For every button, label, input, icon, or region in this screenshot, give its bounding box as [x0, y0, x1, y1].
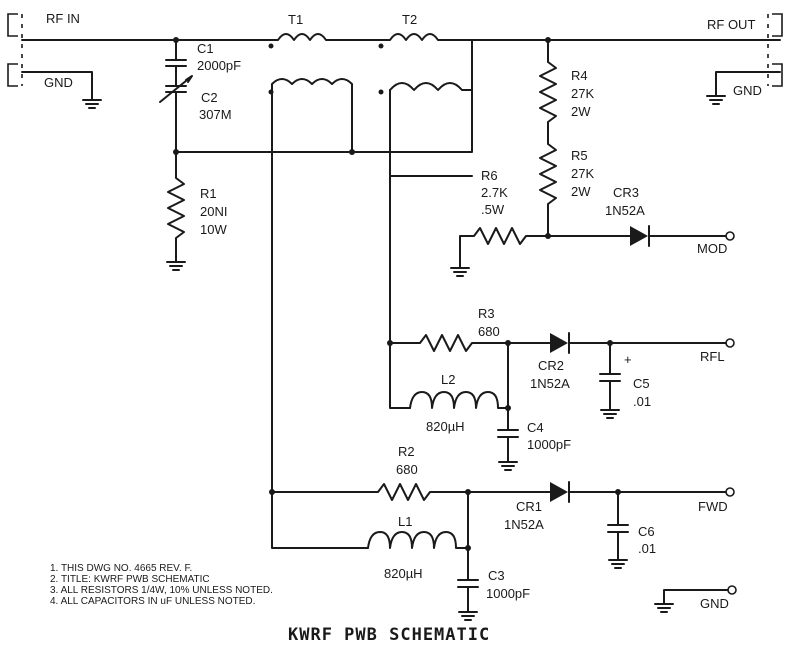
resistor-r4	[539, 39, 557, 139]
r6-ref: R6	[481, 168, 498, 183]
r5-rating: 2W	[571, 184, 591, 199]
note-4: 4. ALL CAPACITORS IN uF UNLESS NOTED.	[50, 596, 255, 607]
notes-block: 1. THIS DWG NO. 4665 REV. F. 2. TITLE: K…	[50, 563, 273, 607]
rf-out-label: RF OUT	[707, 17, 755, 32]
l1-value: 820µH	[384, 566, 423, 581]
ground-symbol	[654, 603, 674, 613]
cr3-value: 1N52A	[605, 203, 645, 218]
cr2-ref: CR2	[538, 358, 564, 373]
resistor-r1	[167, 151, 185, 263]
diode-cr1	[467, 481, 727, 503]
drawing-title: KWRF PWB SCHEMATIC	[288, 625, 490, 645]
c2-value: 307M	[199, 107, 232, 122]
resistor-r2	[271, 483, 469, 501]
inductor-l2	[409, 342, 509, 409]
ground-symbol	[82, 99, 102, 109]
l2-ref: L2	[441, 372, 455, 387]
r3-ref: R3	[478, 306, 495, 321]
resistor-r5	[539, 137, 557, 237]
r2-value: 680	[396, 462, 418, 477]
cr2-value: 1N52A	[530, 376, 570, 391]
ground-symbol	[706, 95, 726, 105]
fwd-terminal	[725, 487, 735, 497]
fwd-label: FWD	[698, 499, 728, 514]
diode-cr3	[547, 225, 727, 247]
c3-ref: C3	[488, 568, 505, 583]
mod-label: MOD	[697, 241, 727, 256]
note-2: 2. TITLE: KWRF PWB SCHEMATIC	[50, 574, 210, 585]
inductor-l1	[367, 491, 469, 549]
r5-value: 27K	[571, 166, 594, 181]
mod-terminal	[725, 231, 735, 241]
transformer-t2	[378, 33, 549, 409]
r3-value: 680	[478, 324, 500, 339]
r4-ref: R4	[571, 68, 588, 83]
l2-value: 820µH	[426, 419, 465, 434]
r1-rating: 10W	[200, 222, 227, 237]
gnd-in-label: GND	[44, 75, 73, 90]
note-3: 3. ALL RESISTORS 1/4W, 10% UNLESS NOTED.	[50, 585, 273, 596]
diode-cr2	[507, 332, 727, 354]
c1-value: 2000pF	[197, 58, 241, 73]
c3-value: 1000pF	[486, 586, 530, 601]
ground-symbol	[450, 267, 470, 277]
c5-polarity: +	[624, 352, 632, 367]
gnd-terminal	[727, 585, 737, 595]
r1-value: 20NI	[200, 204, 227, 219]
ground-symbol	[166, 261, 186, 271]
resistor-r3	[389, 334, 509, 352]
gnd-bottom-label: GND	[700, 596, 729, 611]
cr1-ref: CR1	[516, 499, 542, 514]
r6-rating: .5W	[481, 202, 505, 217]
c4-ref: C4	[527, 420, 544, 435]
c5-value: .01	[633, 394, 651, 409]
rf-out-connector	[767, 13, 783, 87]
capacitor-c5	[599, 342, 621, 419]
l1-ref: L1	[398, 514, 412, 529]
rf-in-connector	[7, 13, 23, 87]
rfl-label: RFL	[700, 349, 725, 364]
r4-rating: 2W	[571, 104, 591, 119]
cr1-value: 1N52A	[504, 517, 544, 532]
c2-ref: C2	[201, 90, 218, 105]
r4-value: 27K	[571, 86, 594, 101]
c4-value: 1000pF	[527, 437, 571, 452]
t1-label: T1	[288, 12, 303, 27]
c1-ref: C1	[197, 41, 214, 56]
cr3-ref: CR3	[613, 185, 639, 200]
t2-label: T2	[402, 12, 417, 27]
capacitor-c4	[497, 407, 519, 471]
rfl-terminal	[725, 338, 735, 348]
gnd-out-label: GND	[733, 83, 762, 98]
r1-ref: R1	[200, 186, 217, 201]
note-1: 1. THIS DWG NO. 4665 REV. F.	[50, 563, 192, 574]
capacitor-c6	[607, 491, 629, 569]
r6-value: 2.7K	[481, 185, 508, 200]
capacitor-c2	[159, 75, 193, 153]
c6-value: .01	[638, 541, 656, 556]
resistor-r6	[459, 227, 549, 269]
c6-ref: C6	[638, 524, 655, 539]
c5-ref: C5	[633, 376, 650, 391]
r2-ref: R2	[398, 444, 415, 459]
transformer-t1	[268, 33, 381, 549]
r5-ref: R5	[571, 148, 588, 163]
rf-in-label: RF IN	[46, 11, 80, 26]
capacitor-c3	[457, 547, 479, 621]
capacitor-c1	[165, 39, 187, 87]
